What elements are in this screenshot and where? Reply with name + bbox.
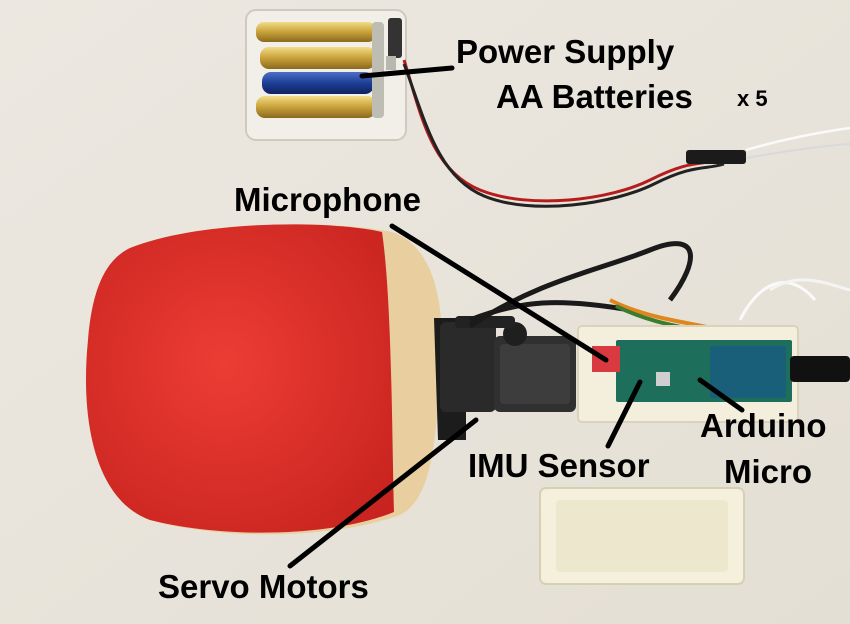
microphone-label: Microphone: [234, 181, 421, 218]
power-supply-label: Power Supply: [456, 33, 675, 70]
imu-sensor-label: IMU Sensor: [468, 447, 650, 484]
servo-motors-label: Servo Motors: [158, 568, 369, 605]
paddle: [85, 224, 466, 535]
battery-pack: [245, 9, 407, 141]
spare-case-lid: [539, 487, 745, 585]
battery-cable: [402, 59, 721, 203]
micro-label: Micro: [724, 453, 813, 490]
aa-batteries-label: AA Batteries: [496, 78, 693, 115]
pointer-lines: [287, 65, 745, 569]
battery-count-label: x 5: [737, 86, 768, 111]
arduino-label: Arduino: [700, 407, 827, 444]
